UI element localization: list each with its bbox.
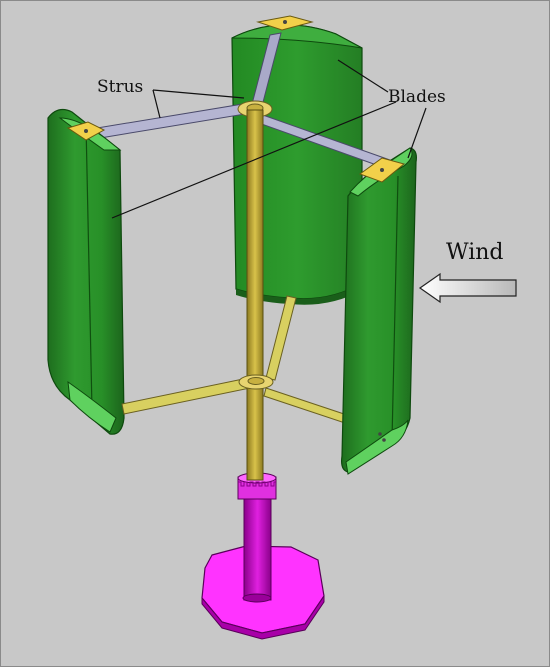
lower-strut-back xyxy=(265,295,297,381)
blades-leader-left xyxy=(111,101,397,219)
base-pole xyxy=(243,495,272,601)
blade-right xyxy=(341,147,417,475)
main-shaft xyxy=(246,109,264,481)
base xyxy=(201,472,325,640)
blades-label: Blades xyxy=(388,87,446,107)
blade-left xyxy=(47,108,125,435)
struts-leader xyxy=(152,89,161,119)
blades-leader-right xyxy=(407,107,427,159)
lower-struts xyxy=(121,377,357,427)
blades-leader-back xyxy=(337,59,389,93)
upper-struts xyxy=(84,15,391,169)
struts-label: Strus xyxy=(97,77,143,97)
arrow-left-icon xyxy=(418,272,517,304)
leader-lines xyxy=(111,59,427,219)
wind-label: Wind xyxy=(446,240,504,265)
